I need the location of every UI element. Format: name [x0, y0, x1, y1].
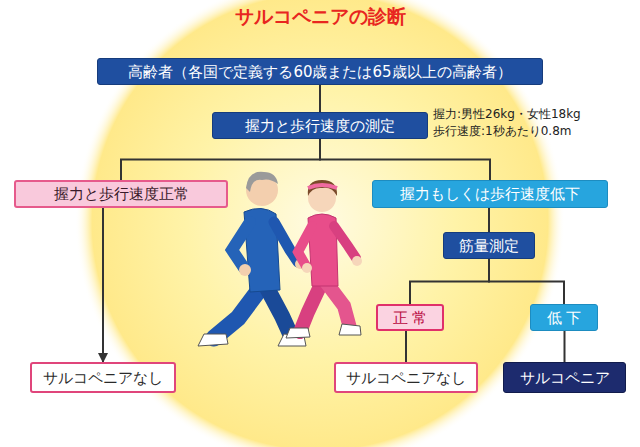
walking-woman — [286, 180, 362, 338]
box-label: 低 下 — [547, 309, 582, 327]
box-label: サルコペニアなし — [43, 369, 163, 387]
result-box: 正 常 — [376, 304, 444, 331]
outcome-box: サルコペニアなし — [30, 362, 176, 393]
box-label: 正 常 — [393, 309, 428, 327]
flow-connector — [319, 85, 321, 112]
result-box: 低 下 — [530, 304, 598, 331]
diagram-title: サルコペニアの診断 — [0, 4, 640, 30]
box-label: 高齢者（各国で定義する60歳または65歳以上の高齢者） — [128, 63, 511, 81]
box-label: サルコペニア — [520, 369, 610, 387]
flow-connector — [564, 331, 566, 362]
box-label: 握力と歩行速度正常 — [54, 185, 189, 203]
result-box: 握力もしくは歩行速度低下 — [372, 180, 608, 208]
box-label: サルコペニアなし — [346, 369, 466, 387]
process-box: 筋量測定 — [443, 232, 535, 259]
criteria-note: 握力:男性26kg・女性18kg — [433, 106, 581, 123]
flow-connector — [410, 259, 489, 304]
flow-connector — [489, 259, 564, 304]
box-label: 握力もしくは歩行速度低下 — [400, 185, 580, 203]
result-box: 握力と歩行速度正常 — [14, 180, 228, 208]
box-label: 筋量測定 — [459, 237, 519, 255]
flow-connector — [488, 208, 490, 232]
flow-connector — [102, 208, 104, 362]
outcome-box: サルコペニア — [503, 362, 626, 393]
category-box: 高齢者（各国で定義する60歳または65歳以上の高齢者） — [97, 58, 543, 85]
flow-connector — [121, 139, 320, 180]
process-box: 握力と歩行速度の測定 — [212, 112, 428, 139]
flow-connector — [405, 331, 407, 362]
flow-connector — [320, 139, 490, 180]
outcome-box: サルコペニアなし — [334, 362, 478, 393]
box-label: 握力と歩行速度の測定 — [245, 117, 395, 135]
criteria-note: 歩行速度:1秒あたり0.8m — [433, 123, 571, 140]
